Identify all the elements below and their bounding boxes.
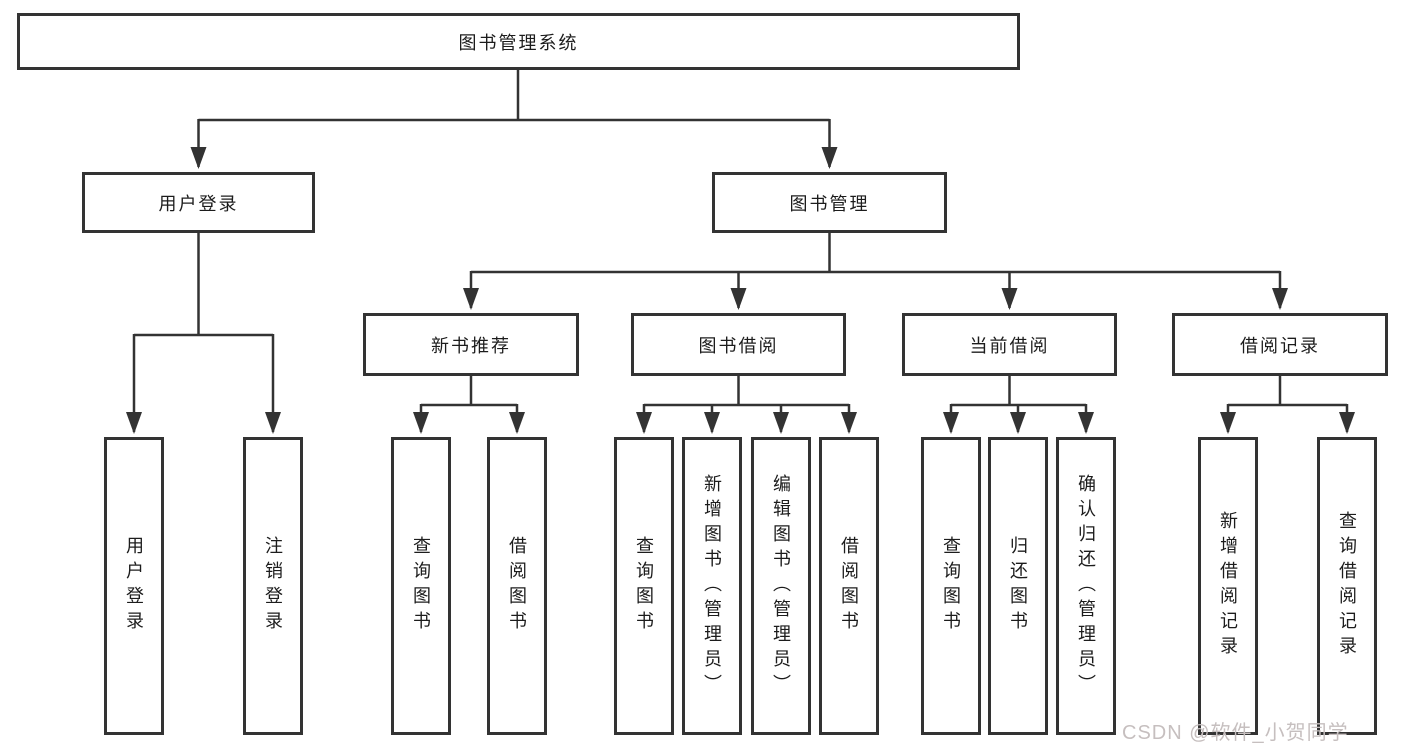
leaf-logout: 注销登录 bbox=[243, 437, 303, 735]
leaf-label: 编辑图书（管理员） bbox=[771, 473, 791, 699]
leaf-query-books-current: 查询图书 bbox=[921, 437, 981, 735]
node-library-management-system: 图书管理系统 bbox=[17, 13, 1020, 70]
leaf-label: 查询借阅记录 bbox=[1337, 511, 1357, 661]
borrow-record-branch bbox=[1220, 376, 1355, 434]
leaf-query-books-borrow: 查询图书 bbox=[614, 437, 674, 735]
node-book-borrow: 图书借阅 bbox=[631, 313, 846, 376]
csdn-watermark: CSDN @软件_小贺同学 bbox=[1122, 722, 1349, 744]
leaf-label: 新增借阅记录 bbox=[1218, 511, 1238, 661]
leaf-edit-books-admin: 编辑图书（管理员） bbox=[751, 437, 811, 735]
leaf-return-books: 归还图书 bbox=[988, 437, 1048, 735]
node-label: 借阅记录 bbox=[1240, 335, 1320, 356]
leaf-query-borrow-record: 查询借阅记录 bbox=[1317, 437, 1377, 735]
leaf-label: 用户登录 bbox=[124, 536, 144, 636]
leaf-label: 借阅图书 bbox=[839, 536, 859, 636]
leaf-borrow-books-recommend: 借阅图书 bbox=[487, 437, 547, 735]
leaf-label: 注销登录 bbox=[263, 536, 283, 636]
leaf-label: 查询图书 bbox=[941, 536, 961, 636]
book-borrow-branch bbox=[636, 376, 857, 434]
leaf-query-books-recommend: 查询图书 bbox=[391, 437, 451, 735]
leaf-label: 新增图书（管理员） bbox=[702, 473, 722, 699]
node-label: 图书借阅 bbox=[698, 335, 779, 356]
leaf-add-books-admin: 新增图书（管理员） bbox=[682, 437, 742, 735]
new-book-branch bbox=[413, 376, 525, 434]
current-borrow-branch bbox=[943, 376, 1094, 434]
book-management-branch bbox=[463, 233, 1288, 310]
leaf-label: 归还图书 bbox=[1008, 536, 1028, 636]
node-label: 新书推荐 bbox=[431, 335, 511, 356]
leaf-label: 查询图书 bbox=[634, 536, 654, 636]
root-branch bbox=[190, 70, 838, 169]
node-label: 用户登录 bbox=[158, 193, 239, 214]
user-login-branch bbox=[126, 233, 281, 434]
node-borrow-record: 借阅记录 bbox=[1172, 313, 1388, 376]
node-user-login: 用户登录 bbox=[82, 172, 315, 233]
node-label: 图书管理系统 bbox=[458, 32, 579, 53]
node-label: 图书管理 bbox=[789, 193, 870, 214]
node-current-borrow: 当前借阅 bbox=[902, 313, 1117, 376]
leaf-borrow-books: 借阅图书 bbox=[819, 437, 879, 735]
leaf-user-login: 用户登录 bbox=[104, 437, 164, 735]
node-new-book-recommend: 新书推荐 bbox=[363, 313, 579, 376]
node-book-management: 图书管理 bbox=[712, 172, 947, 233]
leaf-label: 借阅图书 bbox=[507, 536, 527, 636]
leaf-add-borrow-record: 新增借阅记录 bbox=[1198, 437, 1258, 735]
leaf-confirm-return-admin: 确认归还（管理员） bbox=[1056, 437, 1116, 735]
leaf-label: 确认归还（管理员） bbox=[1076, 473, 1096, 699]
leaf-label: 查询图书 bbox=[411, 536, 431, 636]
node-label: 当前借阅 bbox=[969, 335, 1050, 356]
